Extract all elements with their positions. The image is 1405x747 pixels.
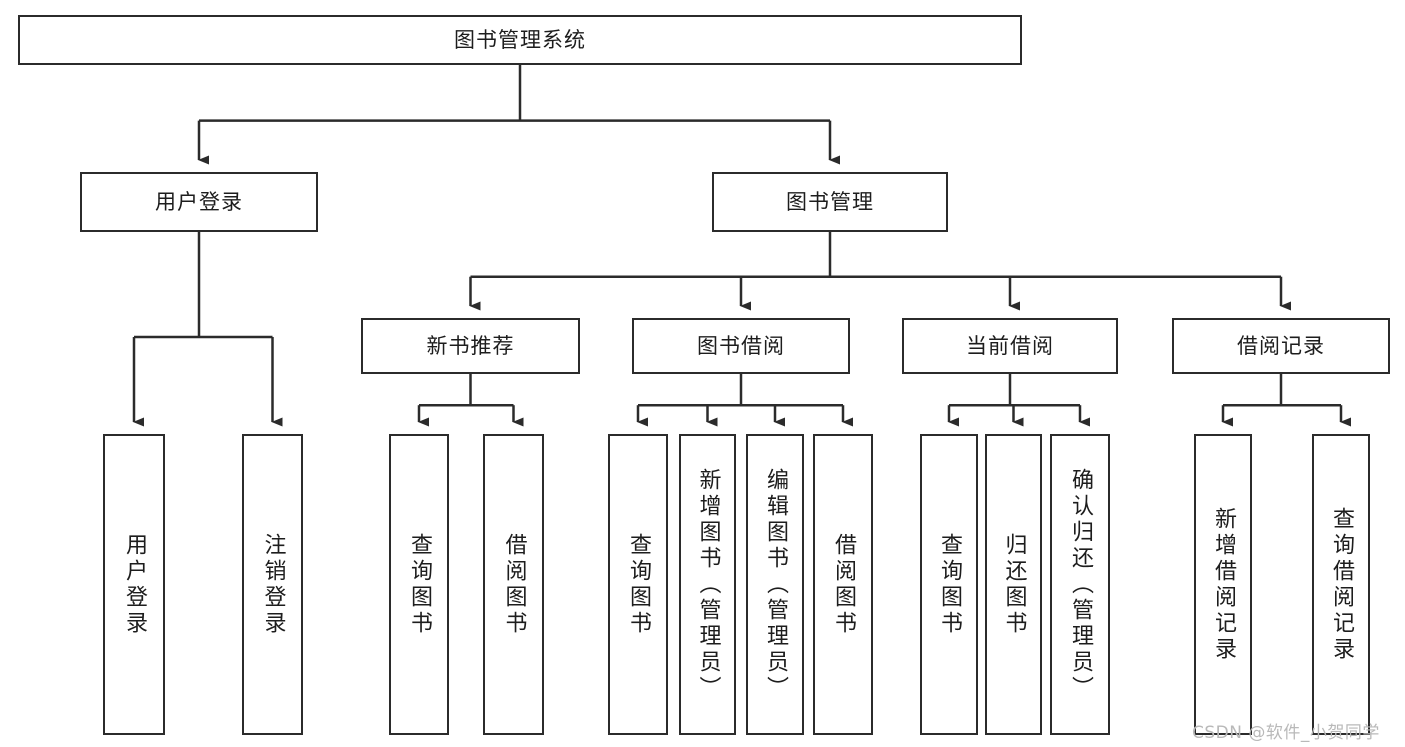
node-label: 用户登录 bbox=[155, 189, 243, 214]
node-label: 注销登录 bbox=[260, 532, 286, 637]
node-label: 确认归还（管理员） bbox=[1068, 467, 1093, 702]
node-label: 新增图书（管理员） bbox=[695, 467, 721, 702]
node-label: 新书推荐 bbox=[426, 333, 515, 358]
node-label: 查询图书 bbox=[407, 532, 432, 637]
node-label: 借阅记录 bbox=[1237, 333, 1325, 358]
node-leaf5[interactable]: 查询图书 bbox=[608, 434, 668, 735]
node-leaf10[interactable]: 归还图书 bbox=[985, 434, 1042, 735]
node-l2d[interactable]: 借阅记录 bbox=[1172, 318, 1390, 374]
node-label: 图书管理系统 bbox=[454, 27, 586, 52]
node-label: 归还图书 bbox=[1001, 532, 1027, 637]
node-root[interactable]: 图书管理系统 bbox=[18, 15, 1022, 65]
node-leaf11[interactable]: 确认归还（管理员） bbox=[1050, 434, 1110, 735]
node-label: 用户登录 bbox=[122, 532, 147, 637]
node-leaf4[interactable]: 借阅图书 bbox=[483, 434, 544, 735]
node-label: 图书借阅 bbox=[697, 333, 785, 358]
node-leaf6[interactable]: 新增图书（管理员） bbox=[679, 434, 736, 735]
node-leaf8[interactable]: 借阅图书 bbox=[813, 434, 873, 735]
node-leaf13[interactable]: 查询借阅记录 bbox=[1312, 434, 1370, 735]
node-label: 查询图书 bbox=[937, 532, 962, 637]
node-label: 查询图书 bbox=[626, 532, 651, 637]
node-l1b[interactable]: 图书管理 bbox=[712, 172, 948, 232]
node-label: 新增借阅记录 bbox=[1211, 506, 1236, 663]
node-leaf12[interactable]: 新增借阅记录 bbox=[1194, 434, 1252, 735]
node-l1a[interactable]: 用户登录 bbox=[80, 172, 318, 232]
node-l2c[interactable]: 当前借阅 bbox=[902, 318, 1118, 374]
node-l2b[interactable]: 图书借阅 bbox=[632, 318, 850, 374]
node-label: 图书管理 bbox=[786, 189, 874, 214]
node-l2a[interactable]: 新书推荐 bbox=[361, 318, 580, 374]
node-leaf9[interactable]: 查询图书 bbox=[920, 434, 978, 735]
csdn-watermark: CSDN @软件_小贺同学 bbox=[1192, 723, 1380, 743]
node-leaf7[interactable]: 编辑图书（管理员） bbox=[746, 434, 804, 735]
node-label: 当前借阅 bbox=[966, 333, 1054, 358]
node-leaf3[interactable]: 查询图书 bbox=[389, 434, 449, 735]
node-label: 编辑图书（管理员） bbox=[763, 467, 788, 702]
node-leaf2[interactable]: 注销登录 bbox=[242, 434, 303, 735]
node-leaf1[interactable]: 用户登录 bbox=[103, 434, 165, 735]
node-label: 借阅图书 bbox=[831, 532, 856, 637]
node-label: 查询借阅记录 bbox=[1329, 506, 1354, 663]
node-label: 借阅图书 bbox=[501, 532, 527, 637]
